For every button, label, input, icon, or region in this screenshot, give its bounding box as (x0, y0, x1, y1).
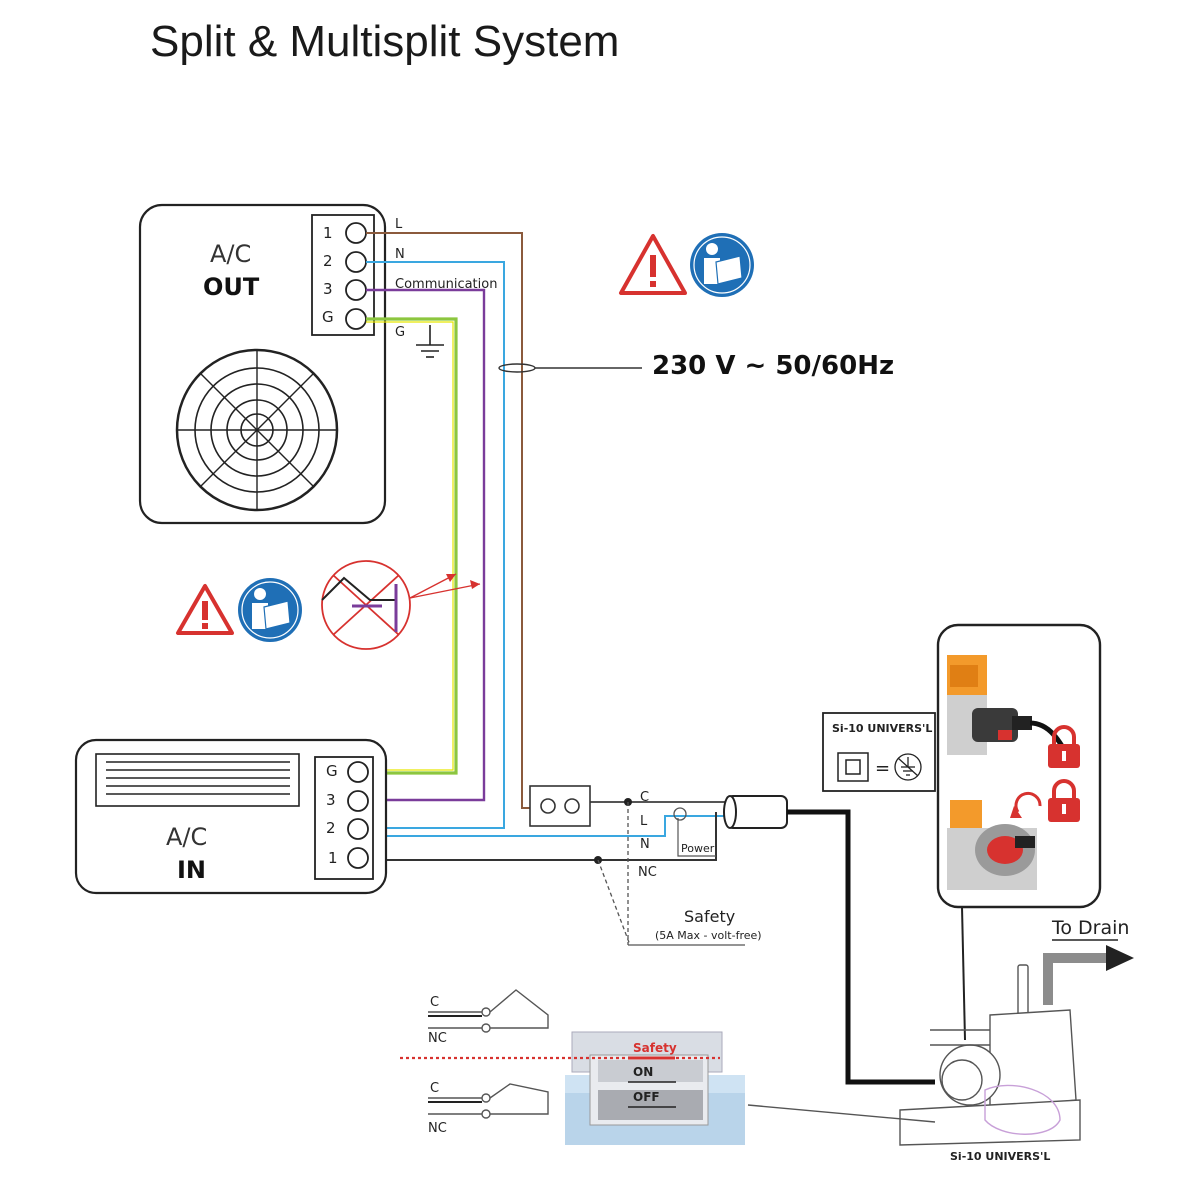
outdoor-terminal-screw (345, 251, 367, 273)
indoor-terminal-screw (347, 790, 369, 812)
tank-pointer (747, 1104, 936, 1123)
switch-diagram-bottom (428, 1083, 549, 1119)
wire-label-communication: Communication (395, 277, 497, 292)
power-label: Power (681, 842, 715, 855)
tank-on-label: ON (633, 1065, 653, 1079)
outdoor-terminal-label: G (322, 308, 334, 326)
communication-wire (366, 288, 486, 802)
indoor-terminal-label: 1 (328, 849, 338, 867)
page-title: Split & Multisplit System (150, 17, 619, 66)
safety-spec: (5A Max - volt-free) (655, 929, 762, 942)
pump-terminal-nc: NC (638, 865, 657, 880)
switch-top-nc: NC (428, 1031, 447, 1046)
rotate-arrow-icon (1014, 791, 1042, 813)
read-manual-icon (238, 578, 302, 642)
wire-label-g: G (395, 325, 405, 340)
pump-lock-inset (936, 623, 1102, 909)
outdoor-terminal-screw (345, 222, 367, 244)
lock-closed-icon (1048, 725, 1080, 768)
indoor-unit-line1: A/C (166, 823, 207, 851)
wire-label-l: L (395, 217, 403, 232)
indoor-unit: A/C IN G 3 2 1 (74, 738, 388, 895)
neutral-wire-to-pump (375, 815, 730, 837)
switch-top-c: C (430, 995, 439, 1010)
nc-wire (375, 812, 717, 861)
outdoor-terminal-label: 1 (323, 224, 333, 242)
no-splice-icon (321, 560, 481, 650)
ground-icon (416, 325, 444, 358)
fan-grille-icon (175, 348, 339, 512)
cable-gland (723, 795, 788, 829)
indoor-terminal-screw (347, 761, 369, 783)
outdoor-terminal-screw (345, 308, 367, 330)
switch-bottom-nc: NC (428, 1121, 447, 1136)
indoor-terminal-label: G (326, 762, 338, 780)
indoor-terminal-screw (347, 847, 369, 869)
outdoor-unit-line1: A/C (210, 240, 251, 268)
connector-block (529, 785, 591, 827)
outdoor-terminal-label: 3 (323, 280, 333, 298)
pump-model-label: Si-10 UNIVERS'L (950, 1150, 1050, 1163)
outdoor-unit: A/C OUT 1 2 3 G (138, 203, 387, 525)
switch-diagram-top (428, 989, 549, 1033)
cable-clamp (673, 807, 687, 821)
outdoor-terminal-label: 2 (323, 252, 333, 270)
earth-wire-yellow (366, 321, 454, 771)
read-manual-icon (690, 233, 754, 297)
indoor-terminal-label: 2 (326, 819, 336, 837)
no-earth-icon (894, 753, 922, 781)
wire-label-n: N (395, 247, 405, 262)
warning-icon (176, 584, 234, 635)
indoor-terminal-screw (347, 818, 369, 840)
inset-pointer (961, 906, 966, 1041)
pump-terminal-n: N (640, 837, 650, 852)
panel-equals: = (875, 758, 890, 779)
tank-cutaway (565, 1031, 745, 1145)
wiring (366, 232, 745, 946)
switch-bottom-c: C (430, 1081, 439, 1096)
drain-pipe (1043, 953, 1106, 1005)
tank-safety-label: Safety (633, 1041, 677, 1055)
condensate-pump (899, 964, 1081, 1146)
pump-terminal-c: C (640, 790, 649, 805)
warning-icon (619, 234, 687, 295)
power-callout (677, 818, 716, 857)
outdoor-terminal-screw (345, 279, 367, 301)
vent-grille-icon (95, 753, 300, 807)
pump-terminal-l: L (640, 814, 648, 829)
indoor-terminal-label: 3 (326, 791, 336, 809)
safety-dashed-wire (597, 859, 631, 946)
tank-off-label: OFF (633, 1090, 660, 1104)
power-supply-voltage: 230 V ~ 50/60Hz (652, 351, 894, 381)
indoor-unit-line2: IN (177, 856, 206, 884)
outdoor-unit-line2: OUT (203, 273, 260, 301)
drain-arrow-icon (1106, 945, 1134, 971)
neutral-wire (366, 261, 505, 829)
earth-wire-green (366, 317, 458, 775)
pump-power-cable (787, 809, 935, 1085)
lock-open-icon (1048, 779, 1080, 822)
to-drain-label: To Drain (1051, 917, 1129, 939)
safety-label: Safety (684, 907, 735, 926)
si10-panel: Si-10 UNIVERS'L = (822, 712, 936, 792)
si10-panel-model: Si-10 UNIVERS'L (832, 722, 932, 735)
